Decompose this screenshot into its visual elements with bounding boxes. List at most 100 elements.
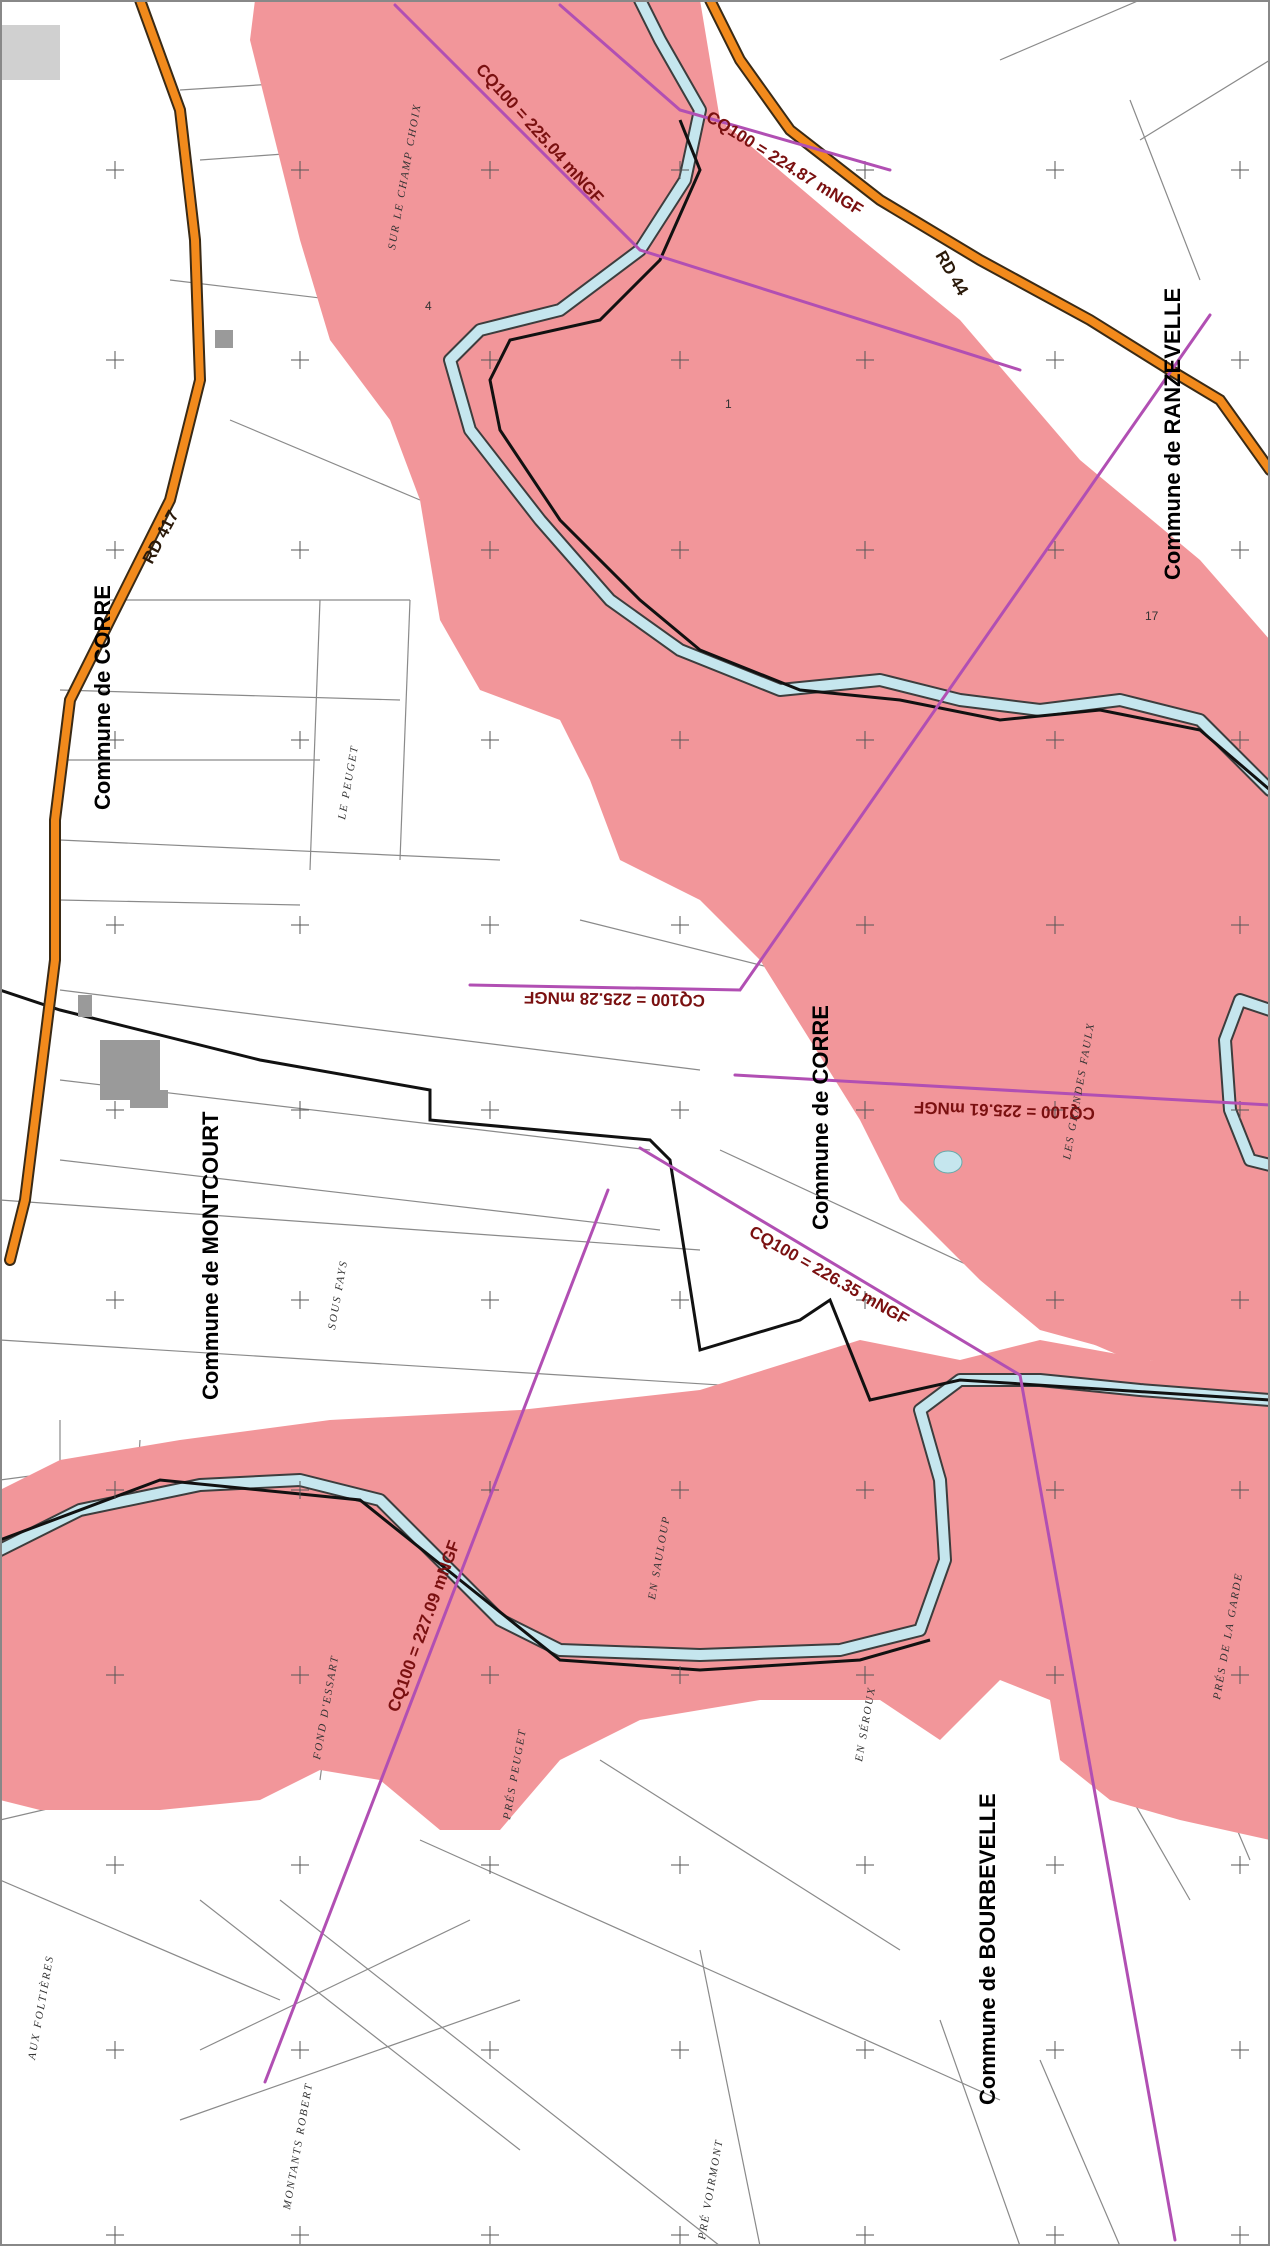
grid-cross [481, 1666, 499, 1684]
survey-grid-crosses [106, 161, 1249, 2244]
grid-cross [106, 1291, 124, 1309]
pond [933, 1150, 963, 1174]
grid-cross [1231, 1481, 1249, 1499]
grid-cross [856, 351, 874, 369]
grid-cross [671, 2041, 689, 2059]
grid-cross [481, 916, 499, 934]
cq-line-6 [263, 1188, 610, 2084]
cq-line-2 [558, 3, 892, 172]
grid-cross [481, 351, 499, 369]
grid-cross [291, 731, 309, 749]
grid-cross [291, 1856, 309, 1874]
grid-cross [291, 1666, 309, 1684]
grid-cross [106, 1856, 124, 1874]
grid-cross [1231, 1291, 1249, 1309]
grid-cross [856, 1856, 874, 1874]
grid-cross [291, 2226, 309, 2244]
cq-line-1 [393, 3, 1022, 372]
parcel-number-17: 17 [1145, 609, 1159, 623]
roads [4, 0, 1270, 1266]
grid-cross [291, 1291, 309, 1309]
commune-boundaries [0, 119, 1270, 1672]
grid-cross [1231, 541, 1249, 559]
grid-cross [481, 2226, 499, 2244]
grid-cross [856, 2226, 874, 2244]
cq-line-3 [468, 313, 1212, 992]
grid-cross [1231, 2226, 1249, 2244]
grid-cross [1231, 161, 1249, 179]
grid-cross [1046, 2041, 1064, 2059]
grid-cross [106, 2226, 124, 2244]
commune-labels: Commune de CORRE Commune de CORRE Commun… [90, 288, 1185, 2105]
grid-cross [671, 1666, 689, 1684]
grid-cross [1046, 541, 1064, 559]
grid-cross [1231, 1856, 1249, 1874]
grid-cross [671, 161, 689, 179]
grid-cross [671, 1101, 689, 1119]
grid-cross [106, 2041, 124, 2059]
grid-cross [1046, 1291, 1064, 1309]
grid-cross [1046, 1856, 1064, 1874]
commune-label-ranzevelle: Commune de RANZEVELLE [1160, 288, 1185, 580]
grid-cross [1046, 351, 1064, 369]
grid-cross [856, 1481, 874, 1499]
grid-cross [1046, 1666, 1064, 1684]
cq-label-3: CQ100 = 225.28 mNGF [524, 988, 705, 1010]
grid-cross [1046, 161, 1064, 179]
grid-cross [106, 916, 124, 934]
grid-cross [291, 161, 309, 179]
grid-cross [1046, 731, 1064, 749]
grid-cross [481, 541, 499, 559]
grid-cross [291, 541, 309, 559]
commune-label-corre-north: Commune de CORRE [90, 585, 115, 810]
grid-cross [671, 541, 689, 559]
grid-cross [291, 1481, 309, 1499]
grid-cross [106, 351, 124, 369]
flood-level-lines [263, 3, 1270, 2242]
grid-cross [856, 541, 874, 559]
grid-cross [106, 1101, 124, 1119]
grid-cross [291, 916, 309, 934]
grid-cross [291, 351, 309, 369]
grid-cross [291, 1101, 309, 1119]
grid-cross [106, 731, 124, 749]
grid-cross [671, 1856, 689, 1874]
flood-zone-east-pocket [1060, 1270, 1210, 1360]
grid-cross [856, 1291, 874, 1309]
grid-cross [106, 161, 124, 179]
grid-cross [481, 731, 499, 749]
grid-cross [856, 731, 874, 749]
commune-label-bourbevelle: Commune de BOURBEVELLE [975, 1793, 1000, 2105]
grid-cross [671, 351, 689, 369]
grid-cross [106, 1666, 124, 1684]
grid-cross [856, 1666, 874, 1684]
flood-zone-south [0, 1340, 1270, 1840]
grid-cross [671, 916, 689, 934]
grid-cross [1231, 731, 1249, 749]
grid-cross [481, 1856, 499, 1874]
grid-cross [1046, 916, 1064, 934]
grid-cross [1046, 1101, 1064, 1119]
parcel-numbers: 1 17 4 [425, 299, 1159, 623]
grid-cross [481, 2041, 499, 2059]
grid-cross [1231, 916, 1249, 934]
grid-cross [671, 731, 689, 749]
cq-line-4 [733, 1073, 1270, 1107]
grid-cross [1231, 2041, 1249, 2059]
grid-cross [1231, 351, 1249, 369]
grid-cross [1046, 2226, 1064, 2244]
grid-cross [856, 2041, 874, 2059]
cq-line-5 [638, 1146, 1177, 2242]
grid-cross [671, 1481, 689, 1499]
parcel-number-1: 1 [725, 397, 732, 411]
grid-cross [671, 2226, 689, 2244]
buildings [0, 25, 233, 1108]
grid-cross [481, 1291, 499, 1309]
parcel-number-4: 4 [425, 299, 432, 313]
commune-label-corre-center: Commune de CORRE [808, 1005, 833, 1230]
grid-cross [106, 541, 124, 559]
grid-cross [291, 2041, 309, 2059]
grid-cross [1046, 1481, 1064, 1499]
